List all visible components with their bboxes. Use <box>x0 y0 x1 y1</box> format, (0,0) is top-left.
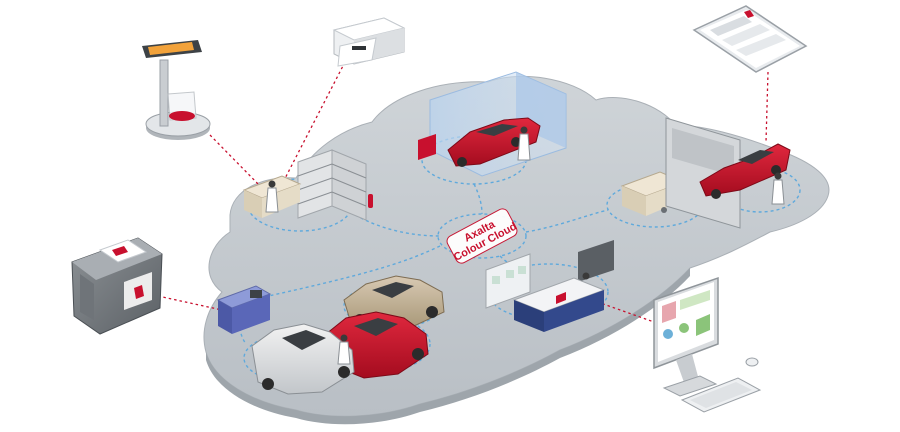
spray-booth-icon <box>418 71 567 177</box>
monitor-icon <box>653 276 719 397</box>
connector-spectro <box>157 295 223 311</box>
device-connectors <box>157 61 769 323</box>
path-ring-hub <box>437 213 527 259</box>
repair-workshop[interactable] <box>665 117 791 229</box>
mouse-icon <box>745 357 759 367</box>
connector-scale <box>209 134 263 189</box>
customer-parking[interactable] <box>251 275 445 395</box>
label-printer[interactable] <box>332 17 406 67</box>
connector-printer <box>277 61 346 193</box>
spectrophotometer-device[interactable] <box>71 237 163 335</box>
printer-icon <box>332 17 406 67</box>
mixing-room[interactable] <box>242 149 373 221</box>
path-link-prep <box>525 209 609 233</box>
reception-desk[interactable] <box>485 240 614 332</box>
digital-scale-icon <box>142 40 211 140</box>
color-measuring-device-icon <box>71 237 163 335</box>
tool-cabinet-icon <box>216 285 272 334</box>
spray-booth[interactable] <box>418 71 567 177</box>
path-link-parking <box>249 245 441 301</box>
reception-desk-icon <box>485 240 614 332</box>
path-ring-repair <box>719 167 801 213</box>
car-silver <box>251 323 355 395</box>
tablet-icon <box>692 5 808 73</box>
path-link-mixing <box>349 211 441 237</box>
workbench-cabinet[interactable] <box>216 285 272 334</box>
job-card-tablet[interactable] <box>692 5 808 73</box>
path-ring-reception <box>487 263 609 321</box>
dashboard-computer[interactable] <box>653 276 762 413</box>
connector-tablet <box>765 71 769 143</box>
mixing-bench-icon <box>242 149 373 221</box>
keyboard-icon <box>680 377 762 413</box>
scale-station[interactable] <box>142 40 211 140</box>
parked-cars-icon <box>251 275 445 395</box>
car-repair-icon <box>665 117 791 229</box>
